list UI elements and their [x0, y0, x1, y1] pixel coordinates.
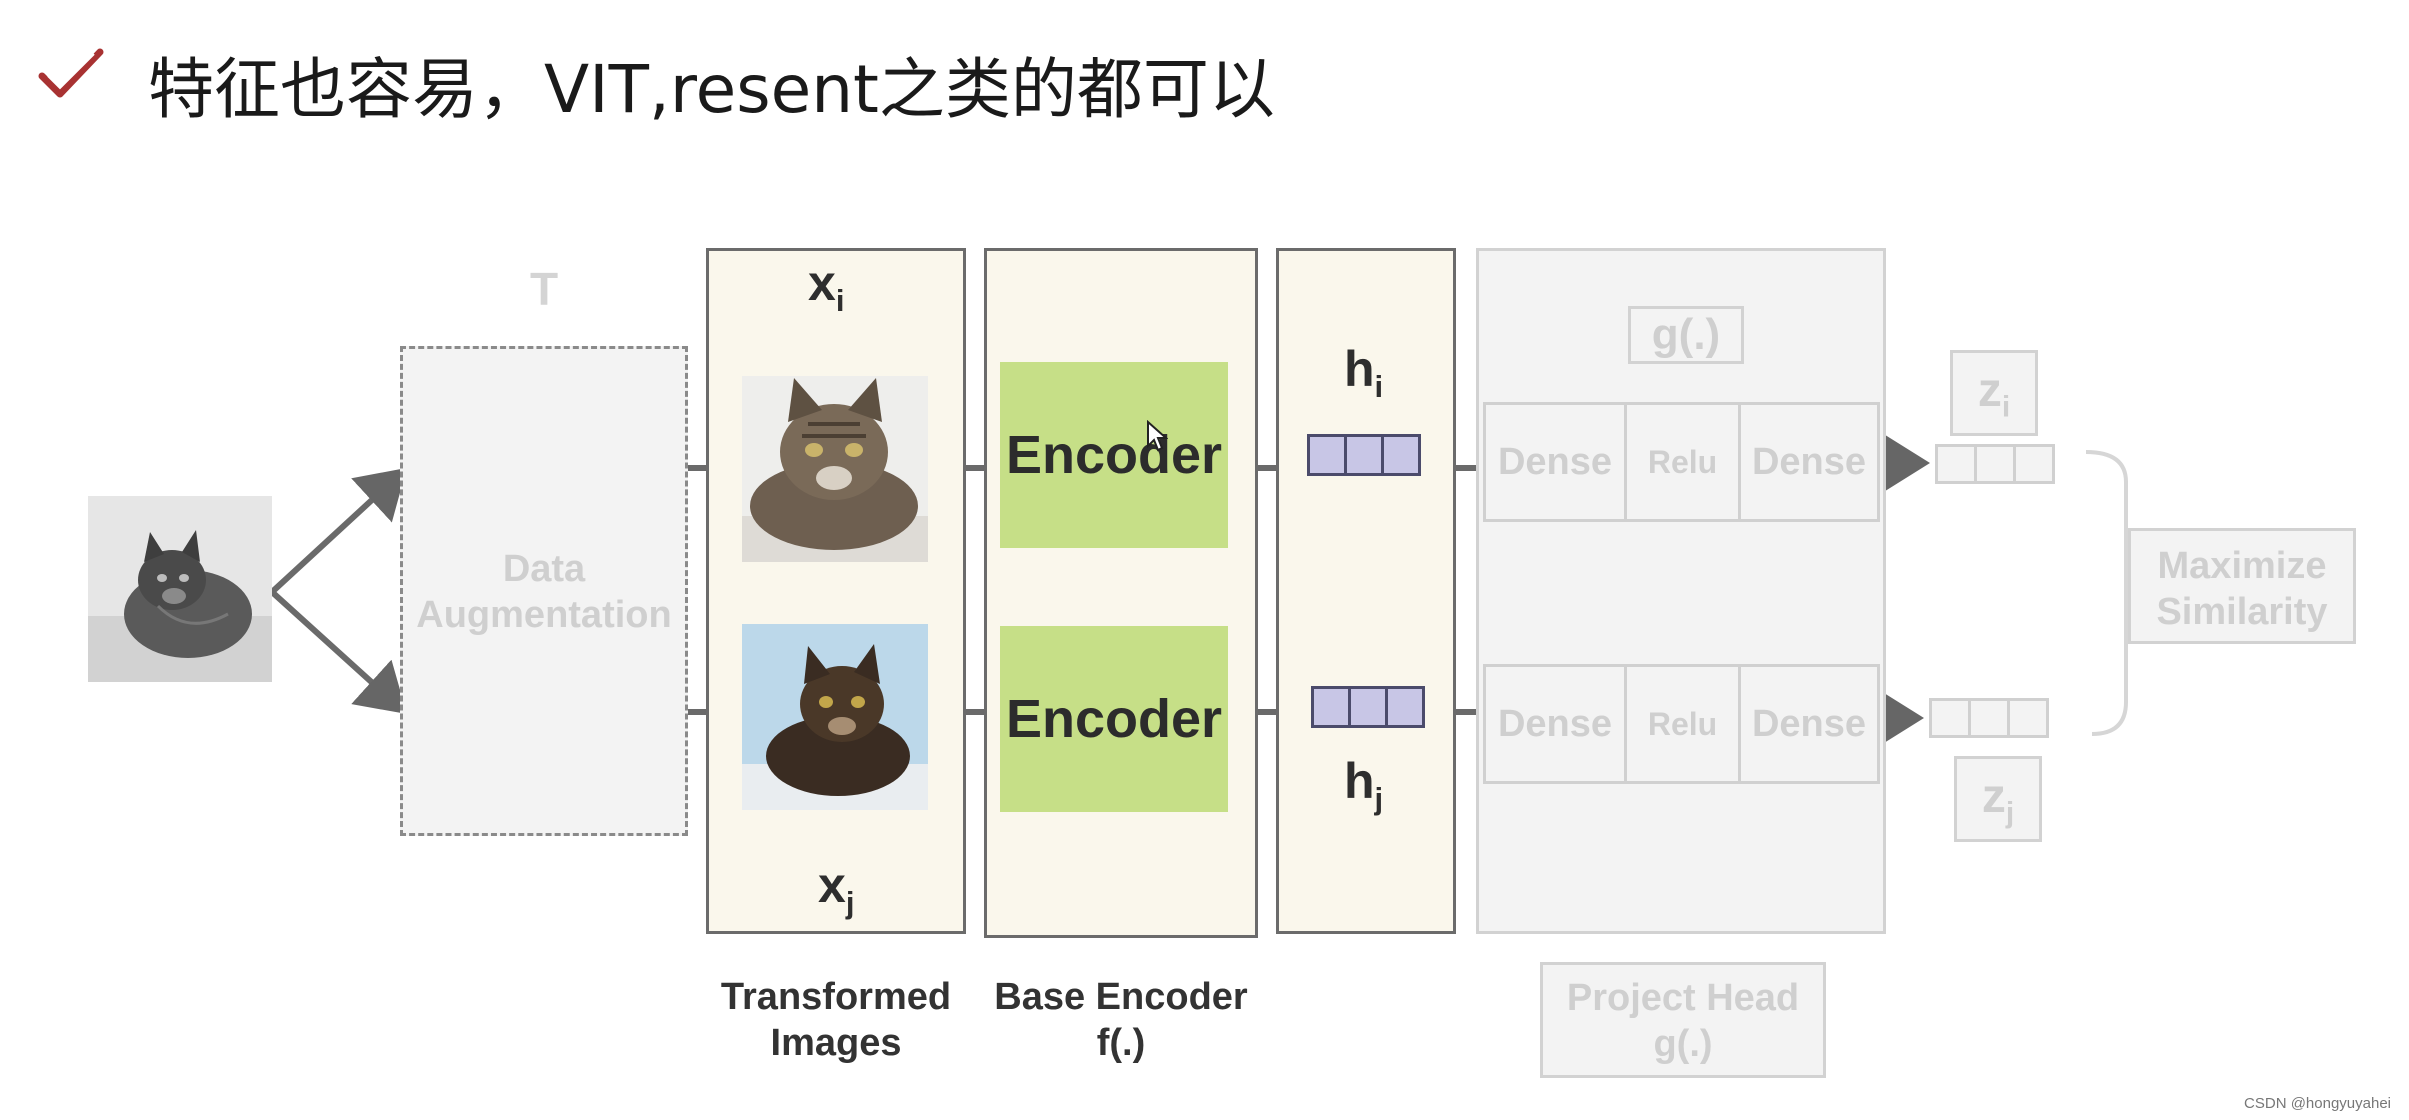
- transformed-image-bottom: [742, 624, 928, 810]
- mouse-cursor-icon: [1147, 420, 1168, 452]
- zj-base: z: [1981, 770, 2006, 823]
- data-augmentation-line1: Data: [502, 548, 586, 590]
- hj-vector-cell: [1385, 686, 1425, 728]
- zi-vector-cell: [1974, 444, 2016, 484]
- hj-label: hj: [1344, 752, 1383, 817]
- xj-base: x: [818, 857, 846, 913]
- zj-sub: j: [2005, 796, 2015, 830]
- maximize-line2: Similarity: [2156, 591, 2328, 633]
- dense-row-bottom: Dense Relu Dense: [1483, 664, 1880, 784]
- caption-transformed-line1: Transformed: [720, 976, 952, 1018]
- dense-layer: Dense: [1738, 402, 1880, 522]
- transformation-label: T: [529, 263, 559, 315]
- caption-base-line1: Base Encoder: [994, 976, 1248, 1018]
- zi-label: zi: [1950, 350, 2038, 436]
- maximize-similarity-box: Maximize Similarity: [2128, 528, 2356, 644]
- hj-base: h: [1344, 753, 1375, 809]
- maximize-line1: Maximize: [2157, 545, 2327, 587]
- g-label: g(.): [1628, 306, 1744, 364]
- hi-base: h: [1344, 341, 1375, 397]
- xi-sub: i: [835, 282, 845, 318]
- data-augmentation-label: Data Augmentation: [400, 546, 688, 638]
- caption-base-encoder: Base Encoder f(.): [976, 974, 1266, 1066]
- representation-panel: [1276, 248, 1456, 934]
- hi-vector: [1307, 434, 1421, 476]
- transformed-image-top: [742, 376, 928, 562]
- zj-label: zj: [1954, 756, 2042, 842]
- caption-project-head: Project Head g(.): [1540, 962, 1826, 1078]
- dense-row-top: Dense Relu Dense: [1483, 402, 1880, 522]
- zi-vector-cell: [2013, 444, 2055, 484]
- zj-vector-cell: [1929, 698, 1971, 738]
- hi-vector-cell: [1344, 434, 1384, 476]
- checkmark-icon: [38, 48, 104, 98]
- zi-base: z: [1977, 364, 2002, 417]
- watermark: CSDN @hongyuyahei: [2244, 1095, 2391, 1112]
- data-augmentation-line2: Augmentation: [416, 594, 672, 636]
- hi-vector-cell: [1381, 434, 1421, 476]
- caption-transformed-images: Transformed Images: [696, 974, 976, 1066]
- caption-project-line1: Project Head: [1566, 977, 1800, 1019]
- zi-vector: [1935, 444, 2055, 484]
- transformed-images-panel: [706, 248, 966, 934]
- base-encoder-panel: [984, 248, 1258, 938]
- data-augmentation-box: [400, 346, 688, 836]
- hj-vector-cell: [1348, 686, 1388, 728]
- xj-label: xj: [818, 856, 854, 921]
- xj-sub: j: [845, 884, 855, 920]
- caption-transformed-line2: Images: [770, 1022, 902, 1064]
- dense-layer: Dense: [1738, 664, 1880, 784]
- hj-vector-cell: [1311, 686, 1351, 728]
- source-cat-image: [88, 496, 272, 682]
- zi-vector-cell: [1935, 444, 1977, 484]
- zj-vector-cell: [2007, 698, 2049, 738]
- encoder-top: Encoder: [1000, 362, 1228, 548]
- zj-vector: [1929, 698, 2049, 738]
- caption-base-line2: f(.): [1096, 1022, 1146, 1064]
- hi-sub: i: [1374, 368, 1384, 404]
- xi-label: xi: [808, 254, 844, 319]
- hj-vector: [1311, 686, 1425, 728]
- dense-layer: Dense: [1483, 402, 1627, 522]
- xi-base: x: [808, 255, 836, 311]
- encoder-bottom: Encoder: [1000, 626, 1228, 812]
- hi-vector-cell: [1307, 434, 1347, 476]
- relu-layer: Relu: [1624, 664, 1741, 784]
- hj-sub: j: [1374, 780, 1384, 816]
- page-title: 特征也容易，VIT,resent之类的都可以: [148, 51, 1275, 128]
- caption-project-line2: g(.): [1653, 1023, 1713, 1065]
- relu-layer: Relu: [1624, 402, 1741, 522]
- zj-vector-cell: [1968, 698, 2010, 738]
- dense-layer: Dense: [1483, 664, 1627, 784]
- zi-sub: i: [2001, 390, 2011, 424]
- hi-label: hi: [1344, 340, 1383, 405]
